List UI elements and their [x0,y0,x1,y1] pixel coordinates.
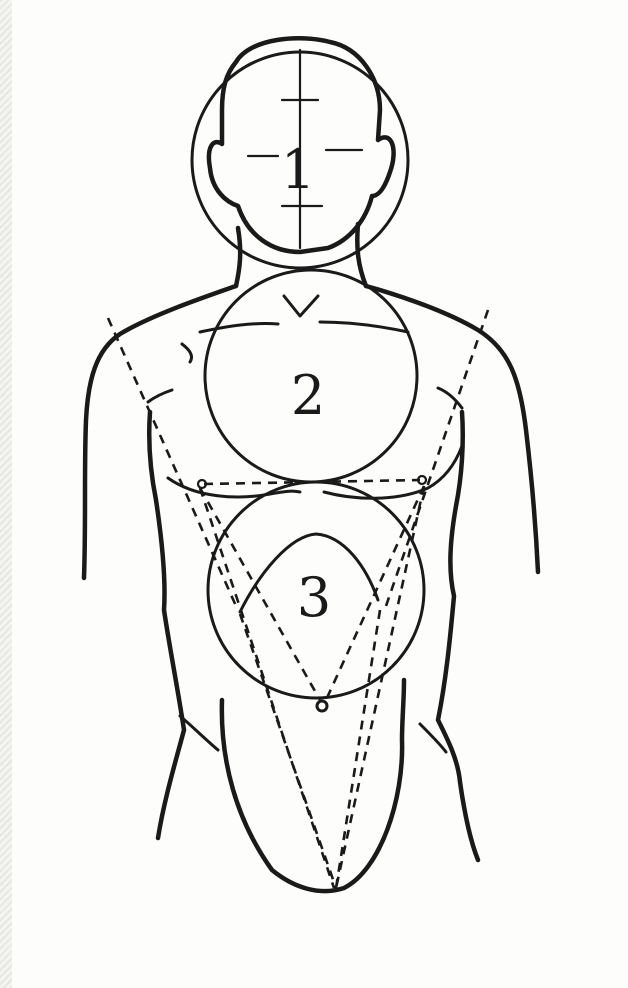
label-3: 3 [297,566,331,629]
label-2: 2 [291,364,325,427]
navel [317,701,327,711]
sternal-notch [284,296,318,316]
left-deltoid-mark [182,344,192,362]
dashed-right-to-groin [336,486,424,888]
neck-right [357,224,366,286]
pectoral-right [324,446,462,498]
label-1: 1 [281,138,315,201]
pelvis-curve [222,680,404,891]
right-torso-side [438,412,478,860]
left-armpit [148,390,172,402]
dashed-right-abdomen [336,610,380,888]
dashed-right-shoulder-line [386,310,488,606]
collarbone-right [320,322,408,332]
dashed-left-abdomen [240,614,336,888]
right-armpit [438,388,462,408]
neck-left [236,228,240,286]
left-torso-side [149,412,184,838]
waist-left-crease [180,716,218,750]
dashed-left-shoulder-line [108,318,236,606]
dashed-right-to-navel [326,486,424,700]
collarbone-left [200,323,278,332]
